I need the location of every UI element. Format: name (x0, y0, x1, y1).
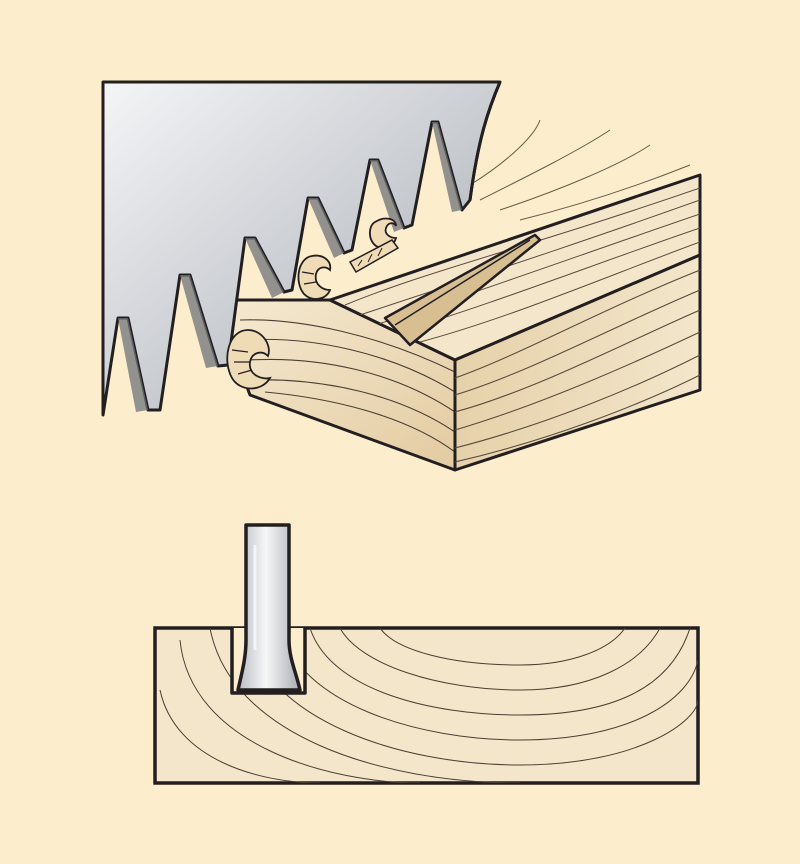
board-side-face (453, 253, 702, 472)
board (213, 119, 702, 472)
sawdust-strip (348, 239, 400, 274)
cross-section (153, 523, 700, 785)
side-grain-lines (455, 269, 700, 463)
sawdust-curl-icon (297, 254, 332, 300)
background-grain (469, 119, 691, 221)
end-grain-lines (239, 319, 455, 453)
sawdust-curl-icon (368, 217, 398, 249)
tooth-bevels (118, 122, 462, 412)
saw-blade-icon (101, 80, 502, 417)
blade-section-icon (236, 523, 302, 692)
sawdust-curl-icon (226, 329, 272, 390)
kerf-groove (383, 233, 542, 347)
